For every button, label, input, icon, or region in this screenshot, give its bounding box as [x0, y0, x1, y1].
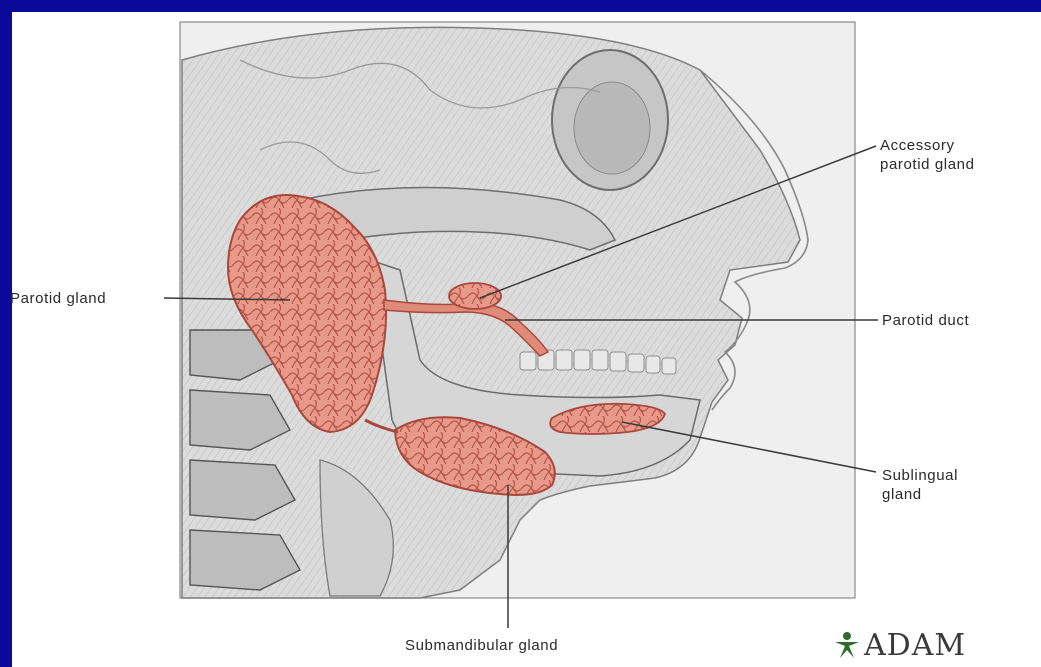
adam-logo-text: ADAM — [864, 628, 966, 663]
label-accessory-parotid: Accessory parotid gland — [880, 136, 975, 174]
accessory-parotid-shape — [449, 283, 501, 309]
label-submandibular-gland: Submandibular gland — [405, 636, 558, 655]
label-parotid-gland: Parotid gland — [10, 289, 106, 308]
label-parotid-duct: Parotid duct — [882, 311, 969, 330]
adam-figure-icon — [832, 630, 862, 660]
label-sublingual-gland: Sublingual gland — [882, 466, 958, 504]
adam-logo: ADAM — [832, 628, 966, 662]
